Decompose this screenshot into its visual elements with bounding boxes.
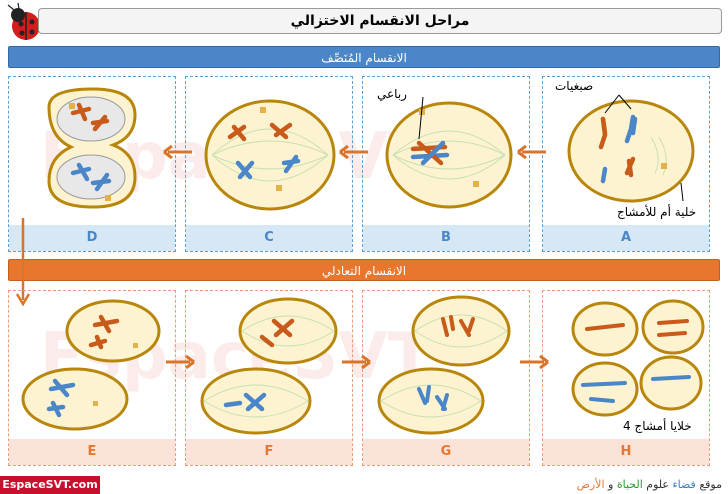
tagline-word-2: فضاء <box>672 478 696 491</box>
label-tetrad: رباعي <box>377 87 407 101</box>
panel-g: G <box>362 290 530 466</box>
label-four-gametes: 4 خلايا أمشاج <box>623 419 692 433</box>
cell-c-drawing <box>204 99 336 211</box>
panel-b: رباعي B <box>362 76 530 252</box>
panel-a-letter: A <box>543 225 709 251</box>
panel-h-letter: H <box>543 439 709 465</box>
label-chromosomes: صبغيات <box>555 79 594 93</box>
tagline-word-1: موقع <box>699 478 722 491</box>
panel-c: C <box>185 76 353 252</box>
panel-f-letter: F <box>186 439 352 465</box>
tagline-word-6: الأرض <box>576 478 605 491</box>
cell-a-drawing <box>567 94 695 203</box>
panel-b-letter: B <box>363 225 529 251</box>
ladybug-icon <box>7 2 40 40</box>
label-mother-cell: خلية أم للأمشاج <box>617 205 697 219</box>
panel-e: E <box>8 290 176 466</box>
meiosis-one-banner: الانقسام المُنَصِّف <box>8 46 720 68</box>
arrow-c-to-d <box>163 145 192 159</box>
arrow-f-to-g <box>342 355 371 369</box>
arrow-d-to-e <box>16 218 30 306</box>
panel-h: 4 خلايا أمشاج H <box>542 290 710 466</box>
meiosis-two-banner: الانقسام التعادلي <box>8 259 720 281</box>
site-badge[interactable]: EspaceSVT.com <box>0 476 100 494</box>
cell-h-drawing <box>571 299 705 417</box>
page-title-box: مراحل الانقسام الاختزالي <box>38 8 722 34</box>
cell-g-drawing <box>377 295 511 435</box>
cell-e-drawing <box>21 299 161 431</box>
page-title: مراحل الانقسام الاختزالي <box>290 13 470 29</box>
cell-b-drawing <box>385 96 513 209</box>
footer-tagline: موقع فضاء علوم الحياة و الأرض <box>577 478 722 491</box>
tagline-word-4: الحياة <box>616 478 643 491</box>
arrow-g-to-h <box>520 355 549 369</box>
arrow-a-to-b <box>517 145 546 159</box>
arrow-b-to-c <box>339 145 368 159</box>
panel-c-letter: C <box>186 225 352 251</box>
ladybug-logo <box>4 2 44 42</box>
panel-g-letter: G <box>363 439 529 465</box>
arrow-e-to-f <box>166 355 195 369</box>
panel-a: صبغيات خلية أم للأمشاج A <box>542 76 710 252</box>
panel-f: F <box>185 290 353 466</box>
tagline-word-3: علوم <box>646 478 669 491</box>
panel-d-letter: D <box>9 225 175 251</box>
cell-f-drawing <box>200 297 338 435</box>
tagline-word-5: و <box>608 478 614 491</box>
panel-d: D <box>8 76 176 252</box>
cell-d-drawing <box>47 87 137 209</box>
panel-e-letter: E <box>9 439 175 465</box>
